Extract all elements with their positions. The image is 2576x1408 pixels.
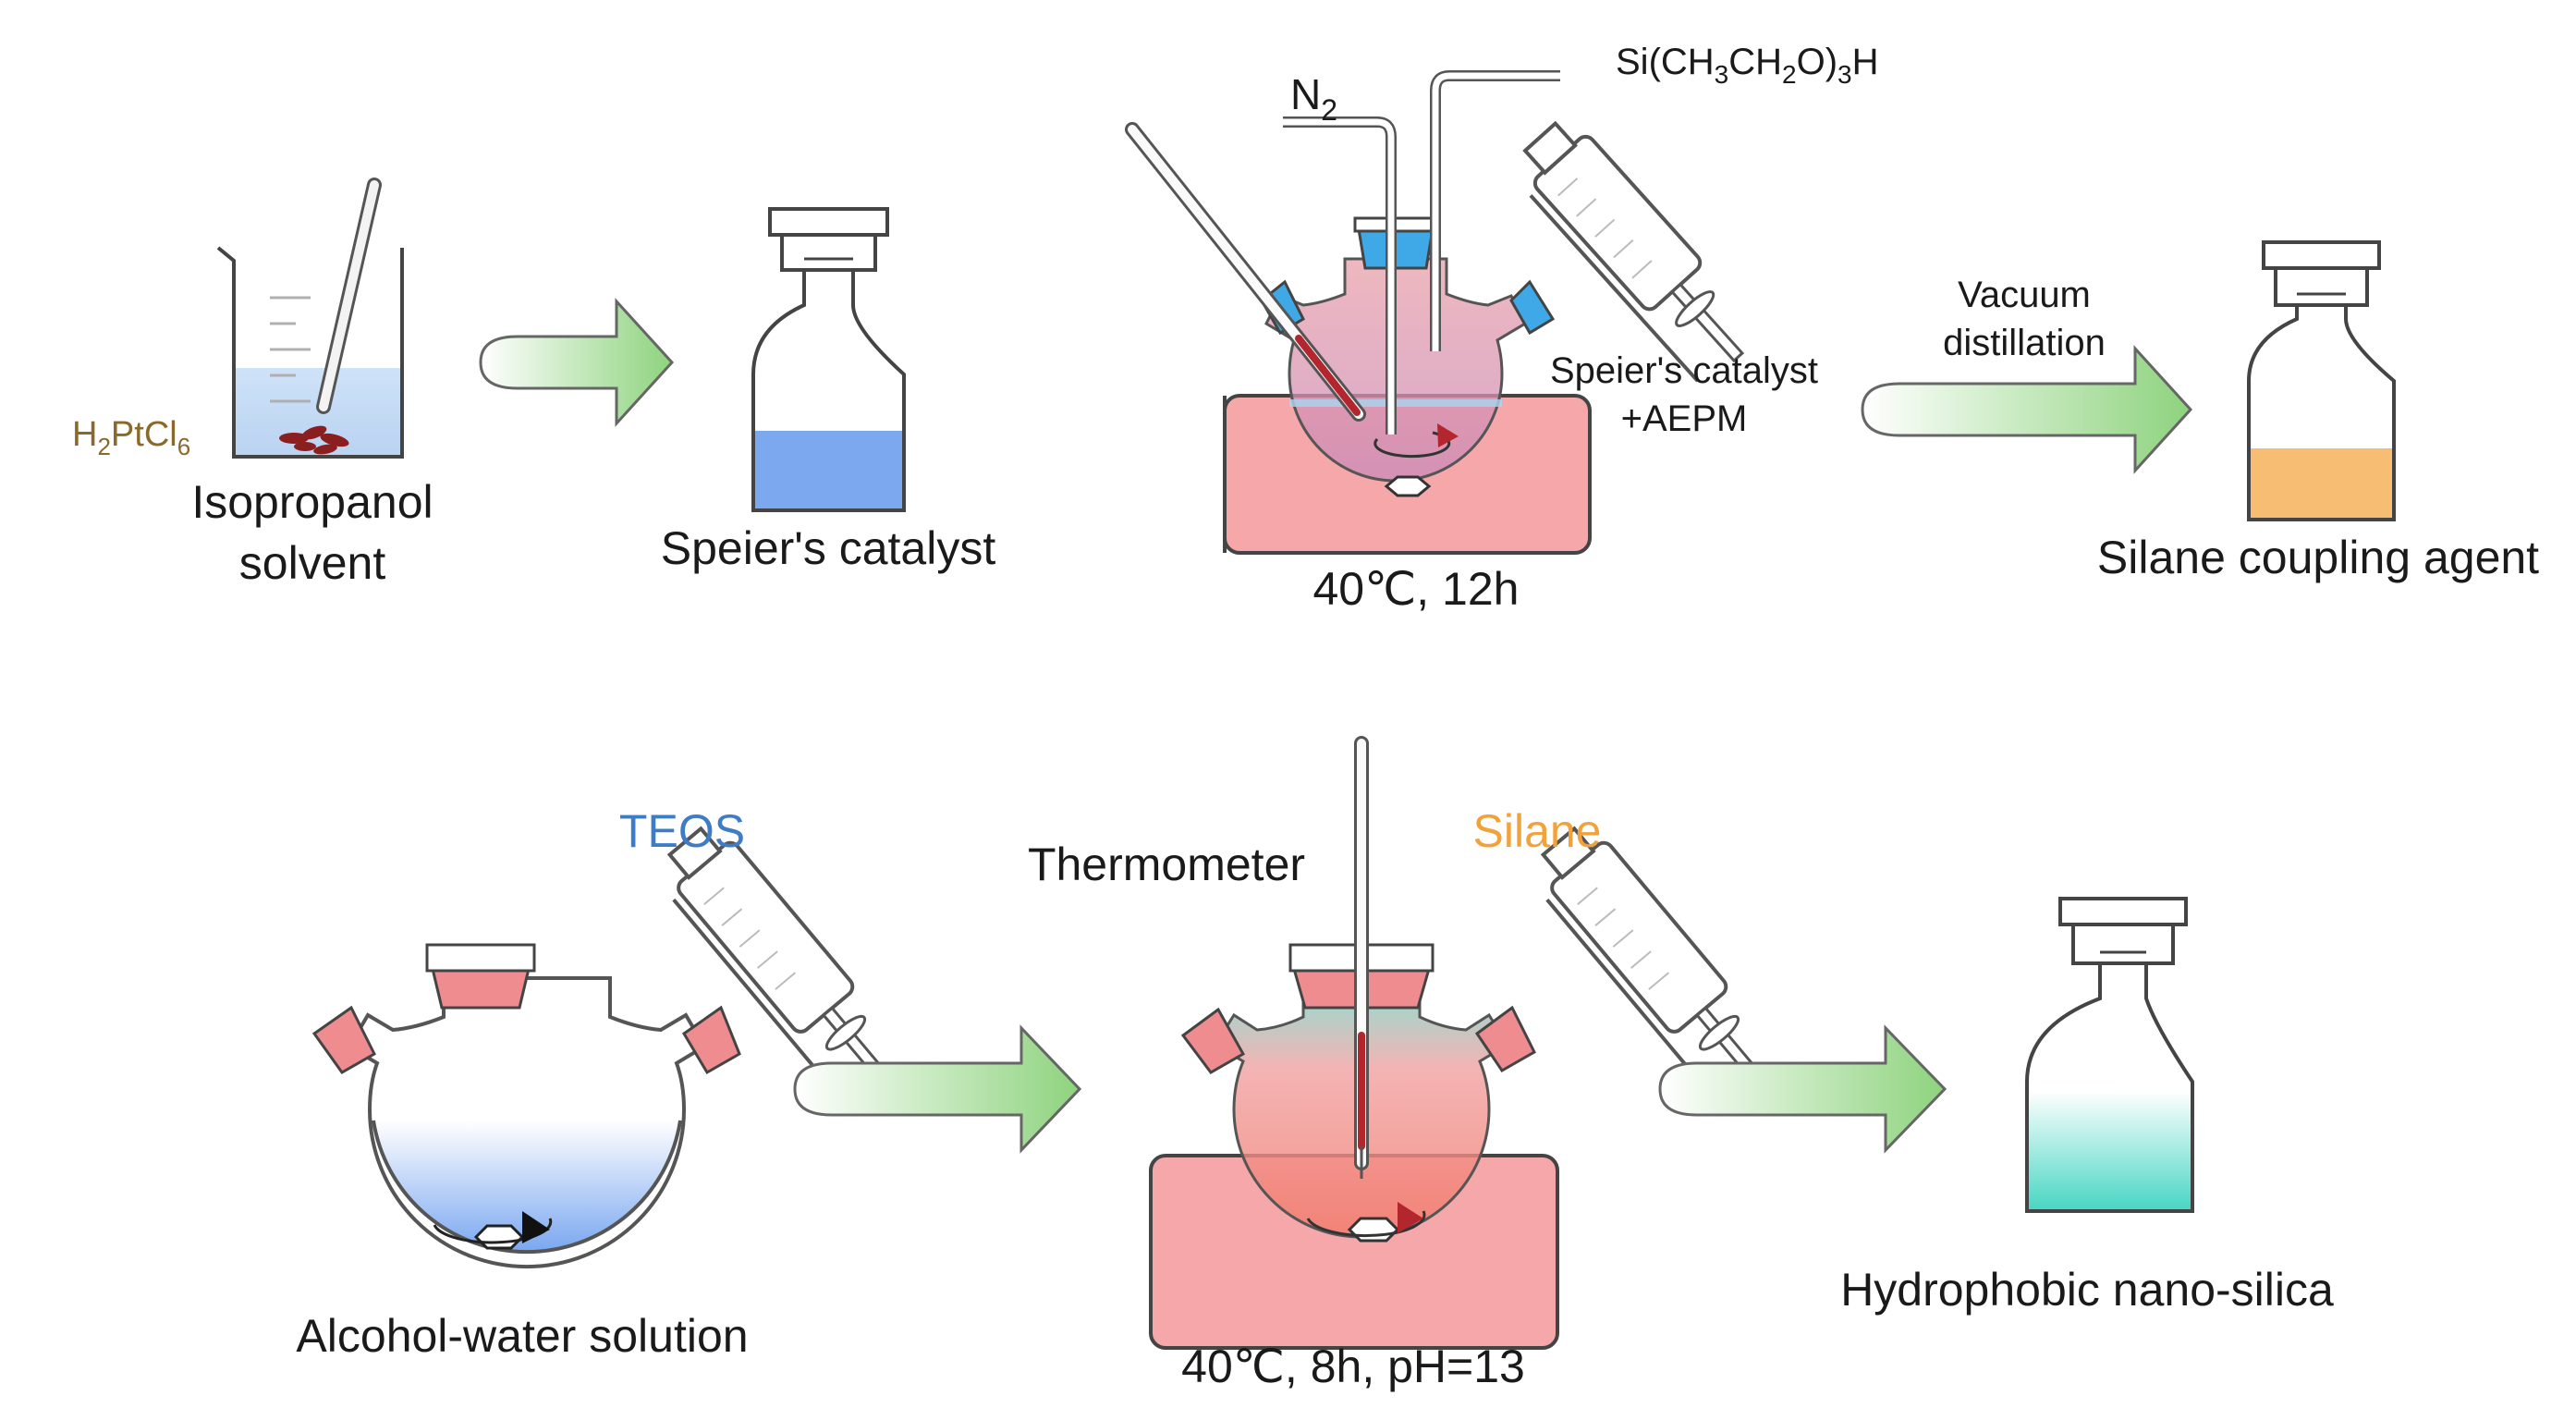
- bottle-icon-silica: [2025, 897, 2194, 1213]
- stir-bar-icon: [1384, 475, 1432, 497]
- condition-label-2: 40℃, 8h, pH=13: [1181, 1341, 1525, 1392]
- pt-crystals-icon: [279, 425, 349, 455]
- silane-coupling-agent-label: Silane coupling agent: [2097, 532, 2539, 583]
- stir-bar-icon-2: [473, 1224, 525, 1250]
- condition-label-1: 40℃, 12h: [1313, 563, 1520, 615]
- dropping-funnel-icon-1: [1522, 120, 1745, 383]
- vacuum-label-1: Vacuum: [1958, 275, 2091, 315]
- process-arrow-1: [479, 298, 675, 427]
- alcohol-water-label: Alcohol-water solution: [296, 1310, 748, 1362]
- vacuum-label-2: distillation: [1943, 323, 2106, 363]
- thermometer-icon-1: [1125, 122, 1366, 422]
- catalyst-aepm-label-1: Speier's catalyst: [1550, 350, 1818, 391]
- thermometer-label: Thermometer: [1028, 839, 1305, 890]
- process-arrow-3: [793, 1024, 1082, 1154]
- silane-label: Silane: [1473, 805, 1602, 857]
- isopropanol-label: Isopropanol: [191, 476, 433, 528]
- catalyst-aepm-label-2: +AEPM: [1621, 398, 1748, 439]
- hydrophobic-label: Hydrophobic nano-silica: [1840, 1264, 2334, 1316]
- silane-formula-label: Si(CH3CH2O)3H: [1616, 42, 1879, 89]
- teos-label: TEOS: [619, 805, 745, 857]
- three-neck-flask-icon-1: [311, 943, 741, 1268]
- process-arrow-4: [1658, 1024, 1947, 1154]
- h2ptcl6-label: H2PtCl6: [72, 415, 190, 460]
- n2-label: N2: [1290, 70, 1337, 127]
- reaction-apparatus-1: [1125, 70, 1745, 555]
- speiers-catalyst-label: Speier's catalyst: [661, 522, 996, 574]
- beaker-icon: [216, 178, 404, 459]
- bottle-icon-silane: [2247, 240, 2396, 521]
- solvent-label: solvent: [239, 537, 386, 589]
- reaction-apparatus-2: [1149, 736, 1559, 1350]
- process-arrow-2: [1861, 345, 2193, 474]
- bottle-icon-catalyst: [751, 207, 906, 512]
